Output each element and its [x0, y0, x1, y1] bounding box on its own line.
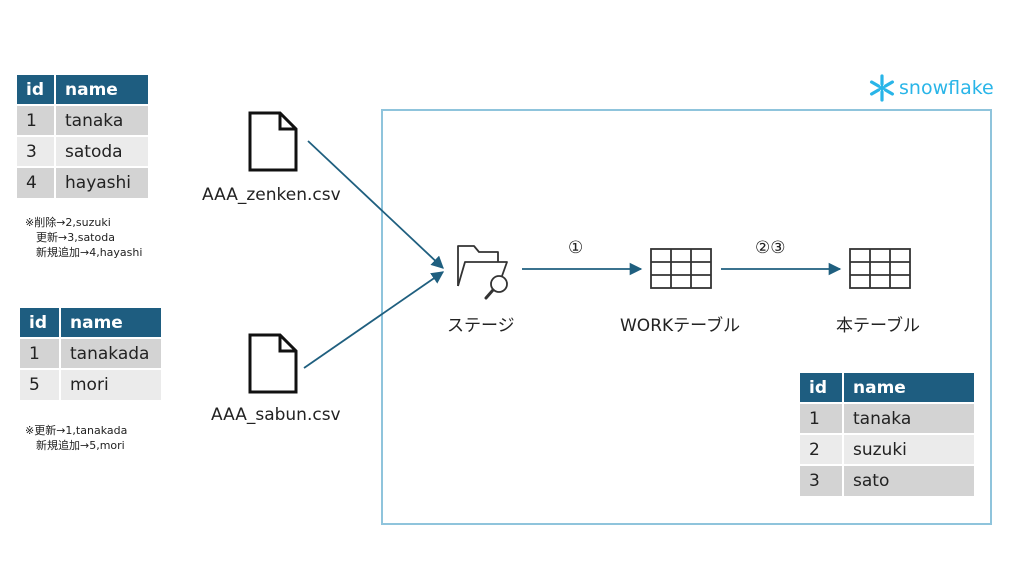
name-header: name: [54, 75, 148, 105]
cell-id: 5: [20, 368, 60, 400]
step-2-3-label: ②③: [755, 238, 786, 258]
cell-id: 2: [800, 433, 843, 465]
id-header: id: [17, 75, 55, 105]
table-header-row: id name: [17, 75, 148, 105]
name-header: name: [842, 373, 974, 403]
table-row: 5 mori: [20, 368, 161, 400]
arrow-sabun-to-stage: [303, 271, 445, 369]
cell-id: 1: [17, 104, 55, 136]
work-table-label: WORKテーブル: [620, 316, 741, 336]
file-label-zenken: AAA_zenken.csv: [202, 185, 341, 205]
cell-name: sato: [842, 464, 974, 496]
snowflake-icon: [870, 74, 894, 102]
stage-label: ステージ: [447, 316, 515, 336]
folder-search-icon: [457, 245, 508, 300]
cell-id: 3: [800, 464, 843, 496]
file-icon: [248, 333, 298, 394]
cell-name: suzuki: [842, 433, 974, 465]
table-row: 3 sato: [800, 464, 974, 496]
table-header-row: id name: [800, 373, 974, 403]
main-table: id name 1 tanaka 2 suzuki 3 sato: [800, 373, 974, 496]
table-row: 2 suzuki: [800, 433, 974, 465]
arrow-zenken-to-stage: [307, 140, 444, 269]
zenken-note: ※削除→2,suzuki 更新→3,satoda 新規追加→4,hayashi: [25, 216, 143, 259]
cell-name: hayashi: [54, 166, 148, 198]
table-grid-icon: [849, 248, 911, 289]
snowflake-frame: [381, 109, 992, 525]
cell-name: mori: [59, 368, 161, 400]
table-row: 3 satoda: [17, 135, 148, 167]
name-header: name: [59, 308, 161, 338]
file-icon: [248, 111, 298, 172]
zenken-table: id name 1 tanaka 3 satoda 4 hayashi: [17, 75, 148, 198]
cell-name: tanaka: [54, 104, 148, 136]
snowflake-wordmark: snowflake: [899, 77, 994, 99]
table-row: 1 tanakada: [20, 337, 161, 369]
id-header: id: [800, 373, 843, 403]
table-row: 4 hayashi: [17, 166, 148, 198]
table-row: 1 tanaka: [800, 402, 974, 434]
table-grid-icon: [650, 248, 712, 289]
cell-id: 3: [17, 135, 55, 167]
sabun-note: ※更新→1,tanakada 新規追加→5,mori: [25, 424, 128, 452]
file-label-sabun: AAA_sabun.csv: [211, 405, 341, 425]
cell-id: 1: [20, 337, 60, 369]
cell-id: 1: [800, 402, 843, 434]
step-1-label: ①: [568, 238, 584, 258]
snowflake-logo: snowflake: [868, 74, 994, 102]
cell-id: 4: [17, 166, 55, 198]
main-table-label: 本テーブル: [836, 316, 920, 336]
table-row: 1 tanaka: [17, 104, 148, 136]
sabun-table: id name 1 tanakada 5 mori: [20, 308, 161, 400]
cell-name: tanakada: [59, 337, 161, 369]
cell-name: tanaka: [842, 402, 974, 434]
cell-name: satoda: [54, 135, 148, 167]
id-header: id: [20, 308, 60, 338]
table-header-row: id name: [20, 308, 161, 338]
